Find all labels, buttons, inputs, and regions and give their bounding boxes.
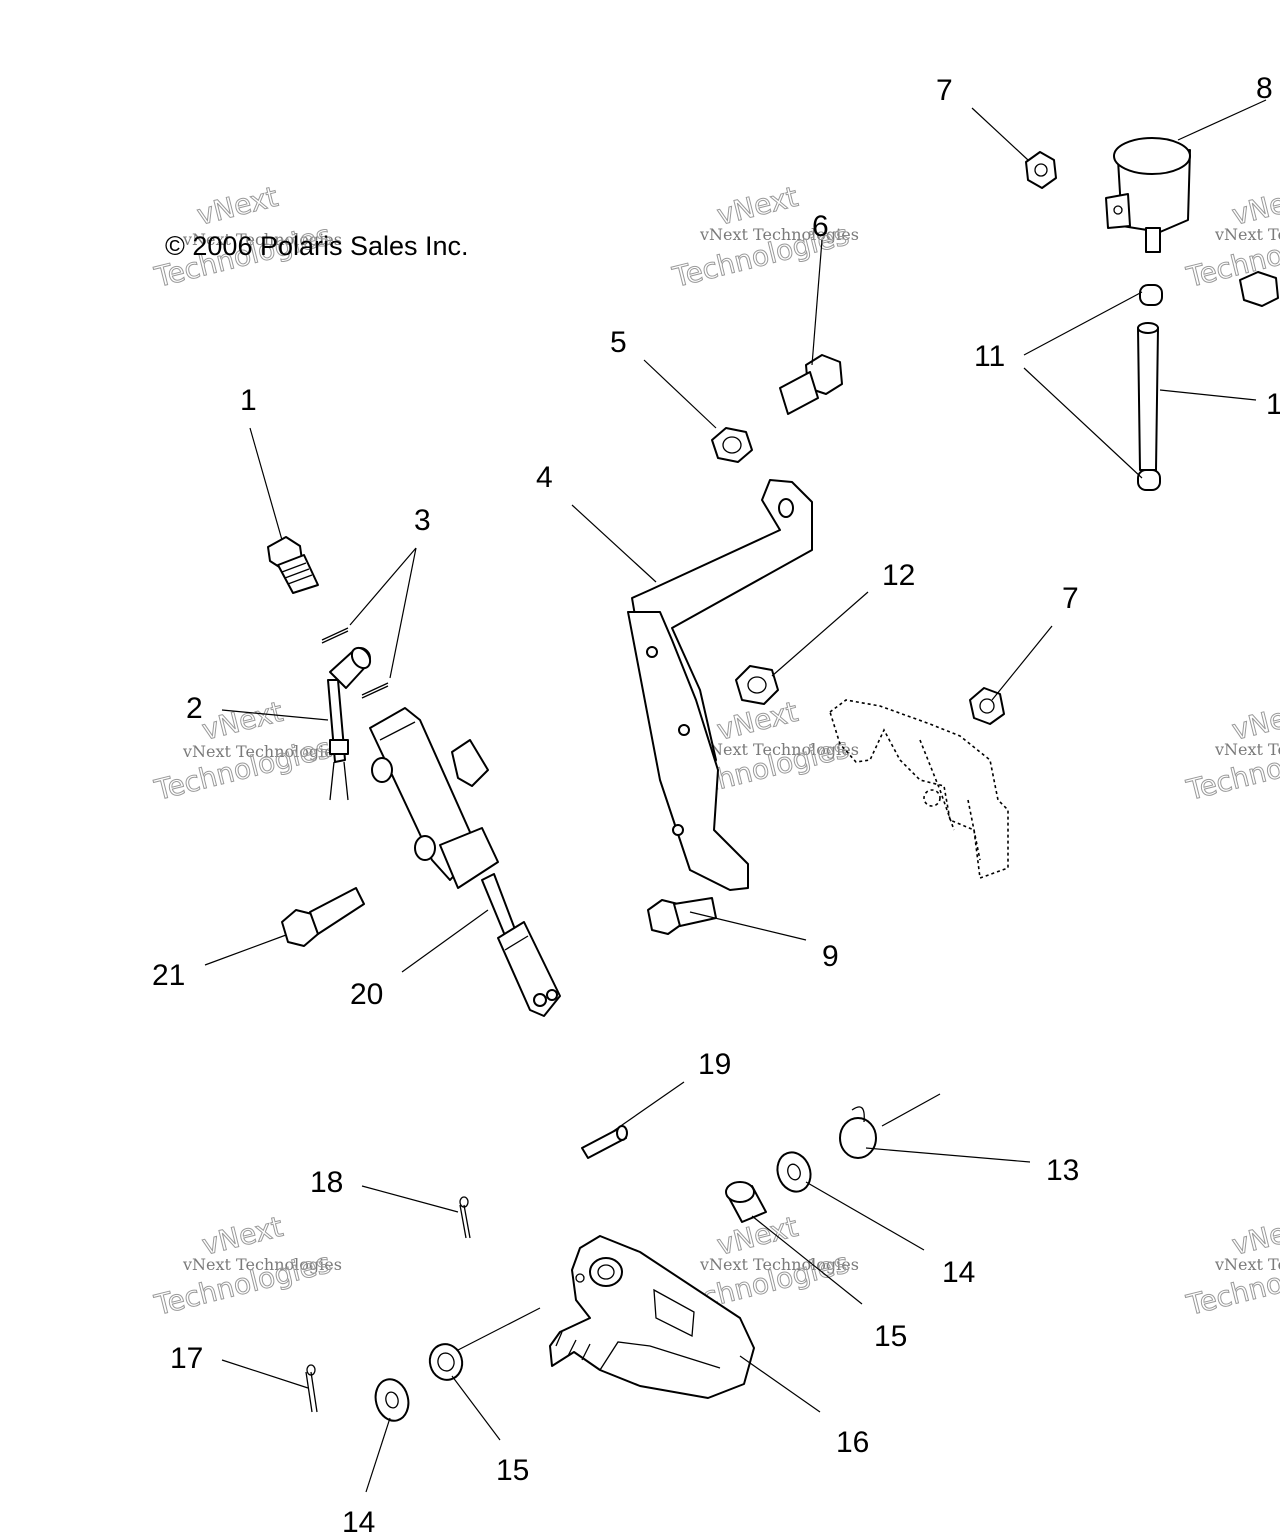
svg-text:vNext Technologies: vNext Technologies (1214, 1255, 1280, 1274)
watermark-bottom-right: vNext vNext Technologies Technologies (1182, 1209, 1280, 1322)
part-5-nut (711, 427, 753, 463)
watermark-top-center: vNext vNext Technologies Technologies (668, 179, 859, 294)
callout-10: 1 (1266, 388, 1280, 421)
part-7-nut-mid (969, 687, 1005, 725)
callout-4: 4 (536, 461, 553, 494)
svg-text:vNext Technologies: vNext Technologies (699, 225, 859, 244)
part-18-cotter-pin (459, 1196, 471, 1239)
callout-14-upper: 14 (942, 1256, 975, 1289)
part-14-washer-upper (776, 1151, 812, 1193)
part-15-bushing-lower (428, 1343, 464, 1381)
callout-numbers: 1 2 3 4 5 6 7 7 8 9 1 11 12 13 14 14 15 … (152, 72, 1280, 1536)
part-21-bolt (281, 887, 365, 947)
part-1-fitting (267, 536, 319, 594)
svg-text:vNext Technologies: vNext Technologies (1214, 225, 1280, 244)
watermark-mid-right: vNext vNext Technologies Technologies (1182, 694, 1280, 807)
part-11-clamps (1137, 284, 1163, 491)
part-6-bolt (779, 354, 843, 415)
part-16-pedal (549, 1235, 755, 1399)
part-3-seals (321, 627, 389, 699)
callout-14-lower: 14 (342, 1506, 375, 1536)
part-19-pin (581, 1125, 628, 1159)
callout-1: 1 (240, 384, 257, 417)
callout-20: 20 (350, 978, 383, 1011)
svg-text:vNext: vNext (199, 695, 286, 747)
svg-text:vNext Technologies: vNext Technologies (699, 740, 859, 759)
copyright-text: © 2006 Polaris Sales Inc. (165, 231, 469, 261)
callout-7-mid: 7 (1062, 582, 1079, 615)
watermark-bottom-left: vNext vNext Technologies Technologies (150, 1209, 342, 1322)
part-17-cotter-pin (305, 1364, 318, 1413)
callout-19: 19 (698, 1048, 731, 1081)
part-20-master-cylinder (369, 707, 561, 1017)
callout-17: 17 (170, 1342, 203, 1375)
callout-16: 16 (836, 1426, 869, 1459)
svg-text:vNext Technologies: vNext Technologies (1214, 740, 1280, 759)
part-2-hose (327, 646, 372, 801)
svg-text:vNext Technologies: vNext Technologies (182, 230, 342, 249)
leader-lines (204, 99, 1267, 1493)
part-bolt-right-edge (1239, 271, 1279, 307)
callout-3: 3 (414, 504, 431, 537)
callout-21: 21 (152, 959, 185, 992)
svg-text:vNext Technologies: vNext Technologies (182, 742, 342, 761)
svg-text:vNext: vNext (194, 180, 281, 232)
callout-8: 8 (1256, 72, 1273, 105)
callout-6: 6 (812, 210, 829, 243)
part-14-washer-lower (374, 1378, 410, 1422)
part-4-bracket (627, 479, 813, 891)
callout-7-top: 7 (936, 74, 953, 107)
callout-18: 18 (310, 1166, 343, 1199)
watermark-group: vNext vNext Technologies Technologies vN… (150, 179, 1280, 1322)
part-13-clip (839, 1106, 877, 1159)
callout-2: 2 (186, 692, 203, 725)
callout-5: 5 (610, 326, 627, 359)
part-15-bushing-upper (725, 1181, 767, 1223)
part-12-nut (735, 665, 779, 705)
part-7-nut-top (1025, 151, 1057, 189)
svg-text:vNext Technologies: vNext Technologies (182, 1255, 342, 1274)
part-8-reservoir (1105, 137, 1191, 253)
callout-11: 11 (974, 340, 1005, 373)
callout-12: 12 (882, 559, 915, 592)
callout-9: 9 (822, 940, 839, 973)
callout-13: 13 (1046, 1154, 1079, 1187)
callout-15-upper: 15 (874, 1320, 907, 1353)
part-10-hose (1137, 322, 1159, 471)
reference-pedal-outline (829, 699, 1009, 880)
callout-15-lower: 15 (496, 1454, 529, 1487)
